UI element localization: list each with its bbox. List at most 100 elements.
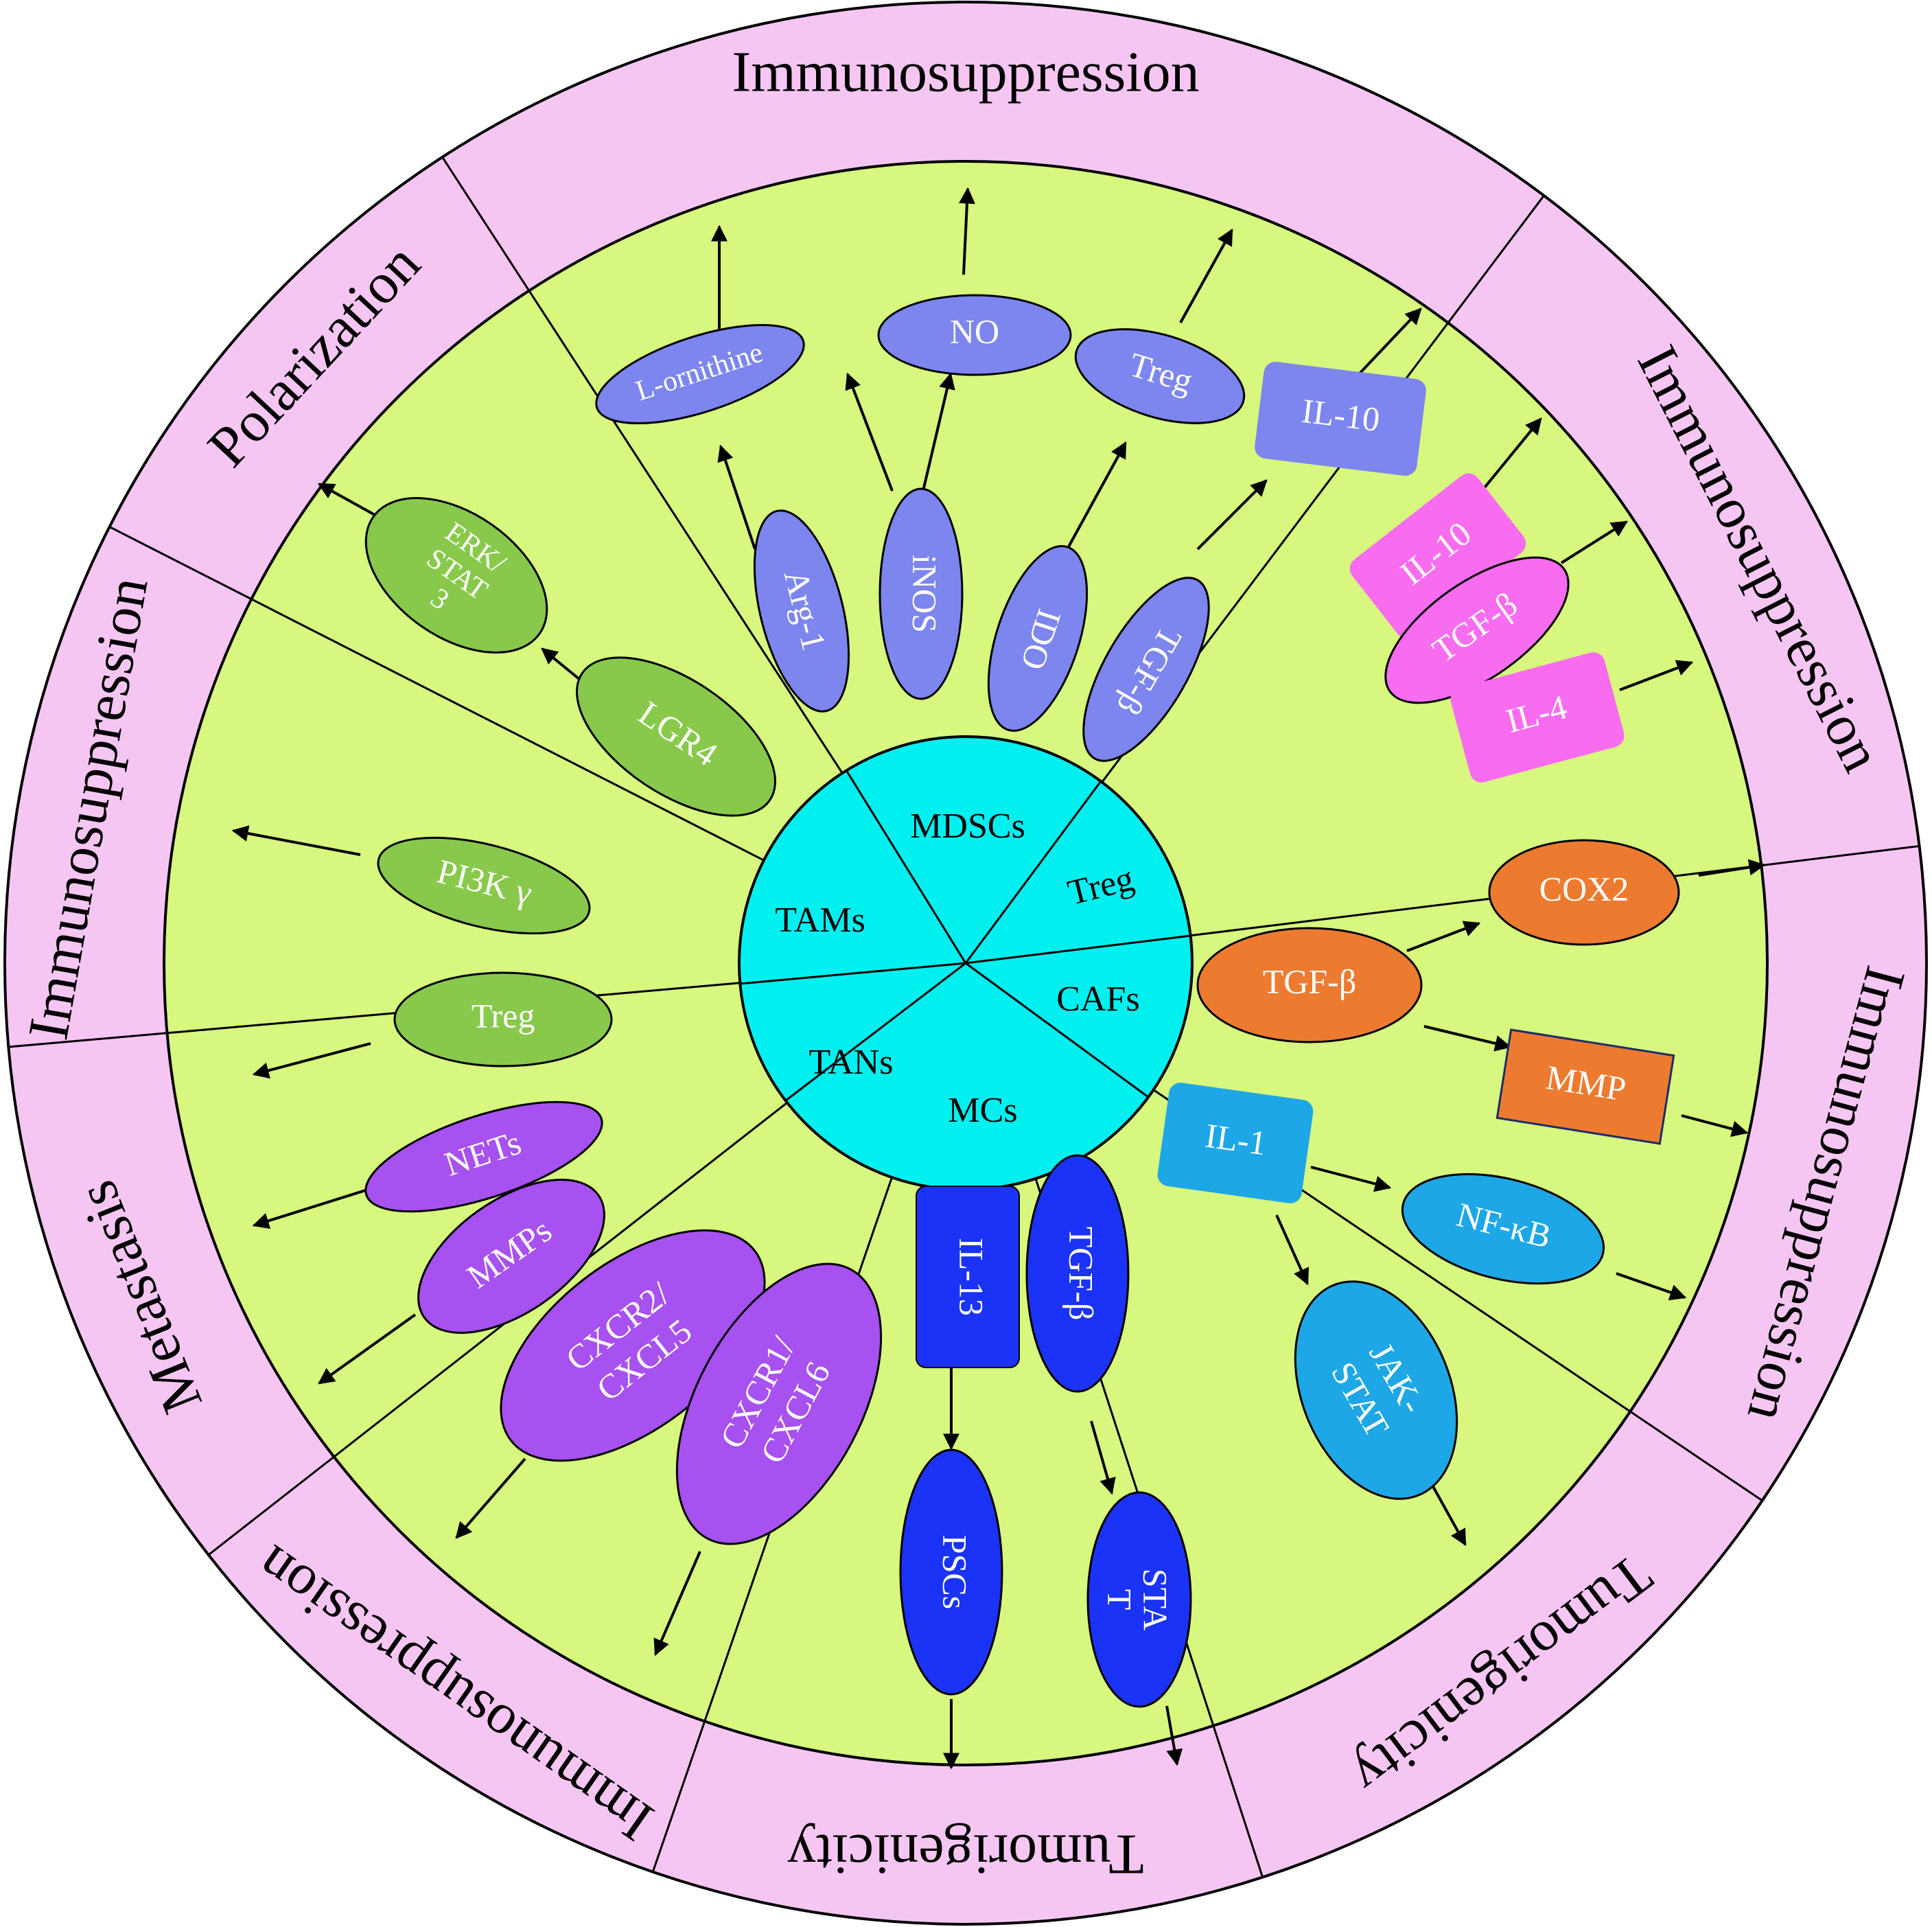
node-inos-label: iNOS [906, 555, 944, 633]
hub-label-mdscs: MDSCs [910, 807, 1025, 846]
node-ido: IDO [987, 545, 1089, 732]
node-tgfb-mc-label: TGF-β [1062, 1227, 1101, 1321]
node-il13-shape [916, 1186, 1020, 1368]
node-mmps-shape [417, 1179, 605, 1334]
node-il1: IL-1 [1157, 1083, 1314, 1203]
node-il10-mdsc-label: IL-10 [1300, 391, 1382, 439]
arrow-il1-jakstat [1275, 1214, 1310, 1286]
node-pi3k: PI3K γ [377, 836, 591, 935]
node-tgfb-mdsc-shape [1082, 577, 1210, 762]
node-inos: iNOS [878, 487, 964, 700]
arrow-no-out [958, 187, 975, 275]
node-treg-tam-shape [393, 971, 613, 1068]
node-il1-shape [1157, 1083, 1314, 1203]
node-tgfb-mc: TGF-β [1025, 1154, 1130, 1393]
node-inos-shape [878, 487, 964, 700]
arrow-il10-out [1358, 308, 1422, 376]
node-cxcr2-shape [500, 1229, 766, 1462]
hub-divider-1 [845, 770, 967, 964]
node-tgfb-caf: TGF-β [1196, 927, 1423, 1043]
arrow-inos-no [922, 372, 955, 492]
arrow-nets-out [252, 1186, 375, 1229]
node-no: NO [877, 294, 1072, 376]
node-stat-mc: STA T [1086, 1491, 1192, 1708]
hub-label-mcs: MCs [948, 1091, 1017, 1130]
node-lgr4-shape [576, 656, 776, 817]
node-no-shape [877, 294, 1072, 376]
arrow-il4-out [1619, 660, 1694, 691]
node-no-label: NO [950, 312, 999, 350]
ring-label: Tumorigenicity [787, 1823, 1144, 1886]
node-stat-mc-shape [1086, 1491, 1192, 1708]
node-tgfb-mc-shape [1025, 1154, 1130, 1393]
node-jakstat-shape [1294, 1280, 1458, 1500]
hub-divider-6 [739, 962, 966, 985]
arrow-jakstat-out [1430, 1482, 1467, 1547]
node-il4-shape [1450, 652, 1625, 783]
node-pscs: PSCs [899, 1449, 1003, 1696]
hub-divider-2 [964, 781, 1102, 964]
arrow-tgfbmc-stat [1090, 1420, 1116, 1495]
arrow-tregtam-out [252, 1042, 371, 1079]
node-cox2: COX2 [1488, 839, 1680, 946]
node-mmp: MMP [1495, 1028, 1675, 1145]
node-arg1-shape [753, 509, 850, 713]
node-pscs-shape [899, 1449, 1003, 1696]
arrow-tgfb-il10 [1196, 479, 1268, 551]
node-il10-mdsc-shape [1255, 361, 1426, 476]
node-cox2-label: COX2 [1539, 869, 1629, 908]
hub-label-tams: TAMs [775, 901, 865, 940]
arrow-il10treg-out [1478, 417, 1542, 496]
arrow-lgr4-erk [541, 647, 581, 681]
arrows [231, 187, 1766, 1770]
arrow-il1-nfkb [1310, 1166, 1392, 1192]
hub-divider-5 [785, 962, 966, 1102]
node-stat-mc-label-1: STA [1137, 1569, 1175, 1630]
node-nfkb: NF-κB [1401, 1173, 1605, 1285]
arrow-nfkb-out [1616, 1272, 1687, 1301]
node-nfkb-shape [1401, 1173, 1605, 1285]
node-tgfb-treg: TGF-β [1384, 556, 1570, 704]
node-cxcr2: CXCR2/ CXCL5 [500, 1229, 766, 1462]
arrow-cxcr2-out [455, 1457, 526, 1539]
node-treg-mdsc-shape [1074, 328, 1246, 424]
node-il10-treg: IL-10 [1349, 473, 1526, 639]
arrow-tgfbtreg-out [1560, 520, 1629, 564]
node-cox2-shape [1488, 839, 1680, 946]
node-arg1: Arg-1 [753, 509, 850, 713]
arrow-ido-treg [1066, 441, 1127, 550]
hub-label-tans: TANs [809, 1043, 894, 1082]
node-mmp-shape [1495, 1028, 1675, 1145]
hub-label-cafs: CAFs [1056, 980, 1139, 1019]
node-treg-tam: Treg [393, 971, 613, 1068]
node-tgfb-treg-shape [1384, 556, 1570, 704]
node-mmps: MMPs [417, 1179, 605, 1334]
arrow-arg1-lornithine [717, 444, 756, 550]
node-il10-mdsc: IL-10 [1255, 361, 1426, 476]
sector-divider [108, 526, 765, 862]
node-nets-shape [364, 1100, 603, 1213]
node-il13-label: IL-13 [953, 1238, 991, 1316]
arrow-mmp-out [1681, 1114, 1749, 1138]
arrow-tgfbcaf-cox2 [1406, 921, 1481, 952]
node-pi3k-shape [377, 836, 591, 935]
node-cxcr1-shape [675, 1262, 883, 1545]
node-stat-mc-label-2: T [1101, 1589, 1139, 1611]
arrow-treg-out [1179, 228, 1233, 323]
node-jakstat: JAK- STAT [1294, 1280, 1458, 1500]
node-treg-mdsc: Treg [1074, 328, 1246, 424]
arrow-mmps-out [318, 1313, 417, 1385]
sector-divider [441, 157, 843, 774]
arrow-tgfbcaf-mmp [1423, 1025, 1512, 1052]
sector-divider [8, 982, 741, 1048]
node-treg-tam-label: Treg [472, 996, 535, 1035]
hub-divider-4 [965, 962, 1149, 1098]
arrow-erk-out [317, 483, 382, 520]
arrow-inos-lornithine [845, 372, 894, 492]
node-lornithine-shape [595, 323, 805, 425]
node-pscs-label: PSCs [936, 1535, 975, 1609]
central-hub: MDSCs Treg TAMs CAFs TANs MCs [738, 735, 1194, 1191]
arrow-cxcr1-out [653, 1551, 701, 1657]
arrow-pi3k-out [231, 825, 361, 856]
